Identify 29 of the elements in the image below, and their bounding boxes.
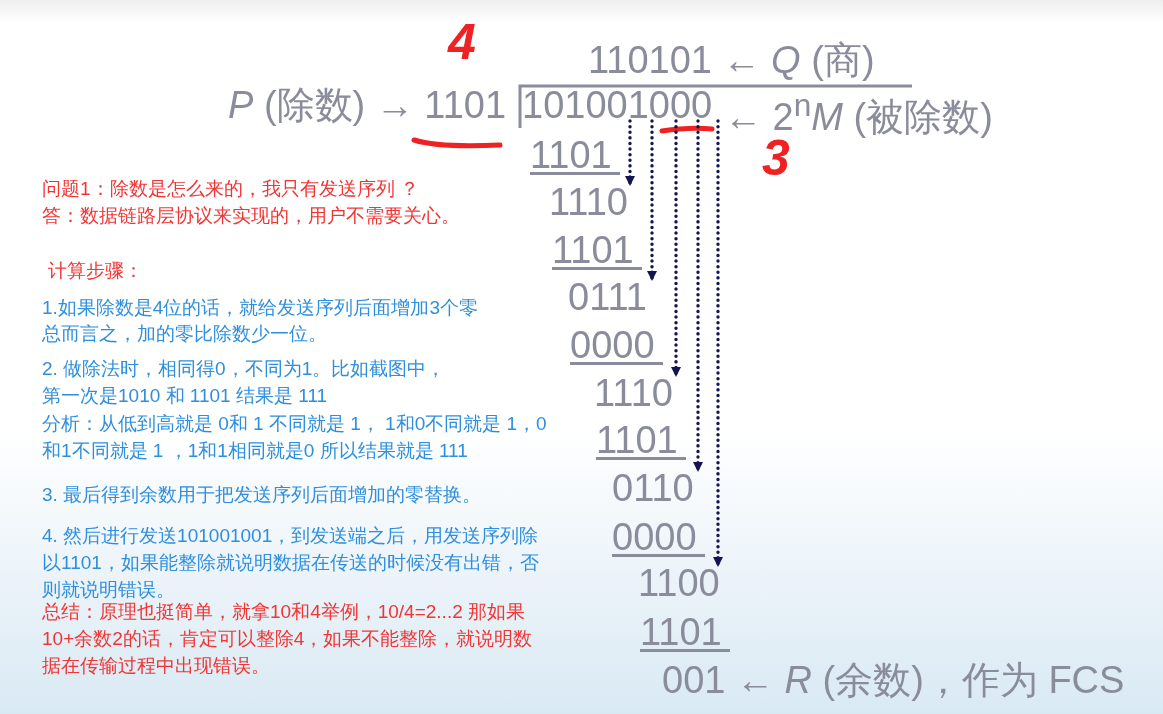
subtrahend-number: 1101 — [552, 233, 642, 270]
subtrahend-number: 1101 — [530, 138, 620, 175]
arrow — [693, 119, 703, 474]
step-text: 第一次是1010 和 1101 结果是 111 — [42, 384, 329, 408]
remainder-number: 1110 — [594, 377, 673, 409]
step-text: 4. 然后进行发送101001001，到发送端之后，用发送序列除以1101，如果能整除就说明数据在传送的时候没有出错，否则就说明错误。 — [42, 524, 540, 602]
handwritten-number: 4 — [448, 17, 476, 67]
dividend-number: 101001000 — [522, 89, 713, 121]
subtrahend-number: 1101 — [640, 615, 730, 652]
answer-text: 答：数据链路层协议来实现的，用户不需要关心。 — [42, 204, 461, 228]
summary-text: 总结：原理也挺简单，就拿10和4举例，10/4=2...2 那如果10+余数2的话，肯定可以整除4，如果不能整除，就说明数据在传输过程中出现错误。 — [42, 600, 534, 678]
step-text: 2. 做除法时，相同得0，不同为1。比如截图中， — [42, 357, 447, 381]
remainder-number: 0110 — [612, 472, 694, 504]
quotient-text: 110101 ← Q (商) — [588, 38, 875, 82]
arrow — [713, 119, 723, 569]
step-text: 3. 最后得到余数用于把发送序列后面增加的零替换。 — [42, 483, 483, 507]
analysis-text: 分析：从低到高就是 0和 1 不同就是 1， 1和0不同就是 1，0和1不同就是 1 ，1和1相同就是0 所以结果就是 111 — [42, 412, 547, 463]
remainder-number: 1110 — [549, 186, 628, 218]
subtrahend-number: 1101 — [596, 423, 686, 460]
subtrahend-number: 0000 — [570, 328, 663, 365]
arrow — [671, 119, 681, 379]
arrow — [625, 119, 635, 188]
remainder-number: 1100 — [638, 567, 720, 599]
heading-text: 计算步骤： — [48, 259, 144, 283]
remainder-number: 0111 — [568, 281, 647, 313]
divisor-text: P (除数) → 1101 — [228, 83, 507, 127]
remainder-note: 001 ← R (余数)，作为 FCS — [662, 658, 1125, 702]
subtrahend-number: 0000 — [612, 520, 705, 557]
arrow — [647, 119, 657, 283]
